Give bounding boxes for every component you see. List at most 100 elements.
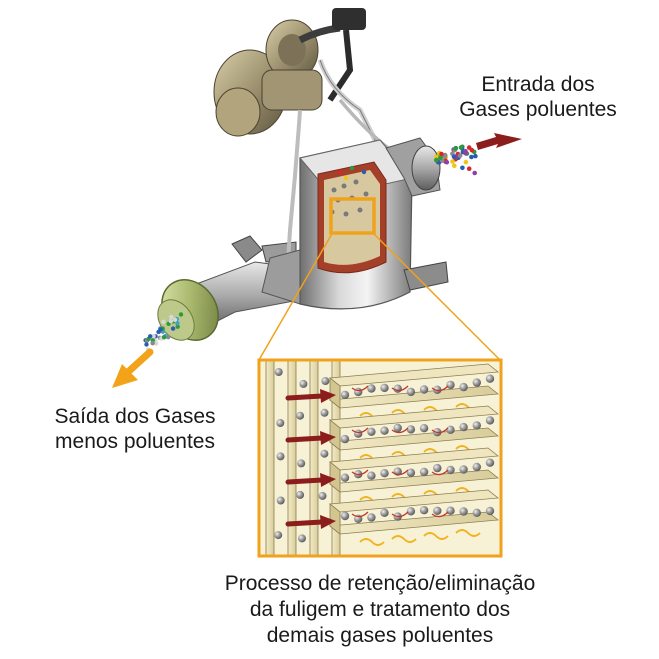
inlet-label-line-1: Entrada dos: [481, 73, 595, 96]
particle-dot: [451, 154, 457, 159]
outlet-label-line-1: Saída dos Gases: [54, 405, 216, 428]
soot-ball: [472, 508, 481, 517]
filter-wall: [265, 359, 275, 557]
particle-dot: [469, 154, 474, 160]
soot-ball: [320, 408, 329, 417]
soot-ball: [298, 534, 306, 543]
particle-dot: [168, 318, 174, 324]
particle-dot: [175, 324, 180, 329]
zoom-highlight-box: [329, 197, 376, 235]
soot-ball: [296, 490, 305, 499]
flow-arrow-head: [320, 515, 336, 529]
soot-ball: [472, 462, 481, 472]
particle-dot: [150, 341, 155, 346]
soot-ball: [274, 531, 283, 540]
particle-dot: [463, 151, 468, 156]
filter-detail-panel: [257, 358, 503, 558]
soot-ball: [393, 423, 402, 433]
particle-dot: [178, 312, 184, 317]
soot-ball: [419, 424, 429, 433]
soot-ball: [299, 379, 308, 388]
soot-ball: [296, 411, 305, 420]
particle-dot: [439, 151, 444, 157]
channel-end: [329, 461, 341, 493]
soot-ball: [276, 496, 285, 505]
inlet-particles: [434, 144, 478, 176]
soot-ball: [406, 468, 416, 477]
gas-wiggle: [423, 532, 449, 540]
soot-ball: [321, 377, 330, 385]
particle-dot: [434, 154, 439, 160]
soot-ball: [406, 425, 416, 434]
particle-dot: [161, 335, 167, 340]
soot-ball: [406, 387, 416, 397]
particle-dot: [144, 342, 149, 347]
particle-dot: [438, 155, 443, 161]
flow-arrow-icon: [285, 435, 325, 443]
particle-dot: [473, 153, 478, 159]
sensor-tube: [286, 109, 302, 263]
flow-streak: [391, 427, 409, 434]
soot-ball: [340, 473, 350, 482]
soot-ball: [380, 383, 389, 393]
soot-ball: [419, 385, 429, 394]
particle-dot: [466, 145, 472, 150]
flow-streak: [391, 511, 409, 518]
soot-ball: [340, 434, 350, 444]
soot-ball: [276, 452, 285, 461]
particle-dot: [453, 146, 458, 151]
particle-dot: [151, 334, 156, 339]
soot-ball: [340, 390, 350, 400]
flow-streak: [351, 427, 369, 434]
inlet-label-line-2: Gases poluentes: [459, 98, 617, 121]
outlet-label: Saída dos Gases menos poluentes: [30, 404, 240, 454]
particle-dot: [175, 321, 180, 326]
flow-arrow-icon: [285, 477, 325, 485]
channel-end: [329, 419, 341, 451]
channel-end: [329, 377, 341, 409]
soot-ball: [446, 506, 455, 515]
outlet-arrow-icon: [112, 348, 154, 388]
soot-ball: [485, 458, 495, 467]
turbocharger-icon: [213, 8, 383, 152]
soot-ball: [472, 378, 481, 387]
soot-ball: [367, 384, 376, 393]
flow-arrow-head: [320, 389, 336, 403]
gas-wiggle: [391, 535, 417, 543]
filter-wall: [309, 359, 319, 557]
soot-ball: [380, 469, 389, 478]
flow-streak: [351, 385, 369, 392]
soot-ball: [367, 471, 376, 480]
particle-dot: [466, 166, 472, 171]
soot-ball: [367, 427, 376, 436]
filter-wall: [287, 359, 297, 557]
particle-dot: [434, 157, 439, 163]
soot-ball: [406, 507, 416, 516]
inlet-arrow-icon: [476, 133, 522, 150]
soot-ball: [367, 513, 376, 522]
particle-dot: [450, 159, 455, 164]
soot-ball: [485, 374, 495, 383]
process-label: Processo de retenção/eliminação da fulig…: [170, 571, 590, 649]
soot-ball: [459, 422, 468, 432]
flow-streak: [351, 469, 369, 476]
flow-arrow-head: [320, 473, 336, 487]
flow-streak: [431, 385, 449, 392]
soot-ball: [297, 459, 306, 468]
particle-dot: [460, 165, 465, 171]
gas-wiggle: [359, 538, 385, 546]
inner-particles: [337, 165, 367, 181]
process-label-line-3: demais gases poluentes: [266, 624, 494, 647]
soot-ball: [380, 426, 389, 435]
inlet-label: Entrada dos Gases poluentes: [438, 72, 638, 122]
soot-ball: [318, 491, 327, 500]
particle-dot: [172, 317, 178, 322]
soot-ball: [459, 382, 468, 392]
soot-ball: [433, 463, 442, 473]
flow-streak: [391, 385, 409, 392]
soot-ball: [276, 419, 285, 427]
gas-wiggle: [455, 529, 481, 537]
soot-ball: [340, 511, 350, 521]
flow-arrow-icon: [285, 519, 325, 527]
soot-ball: [446, 425, 455, 434]
